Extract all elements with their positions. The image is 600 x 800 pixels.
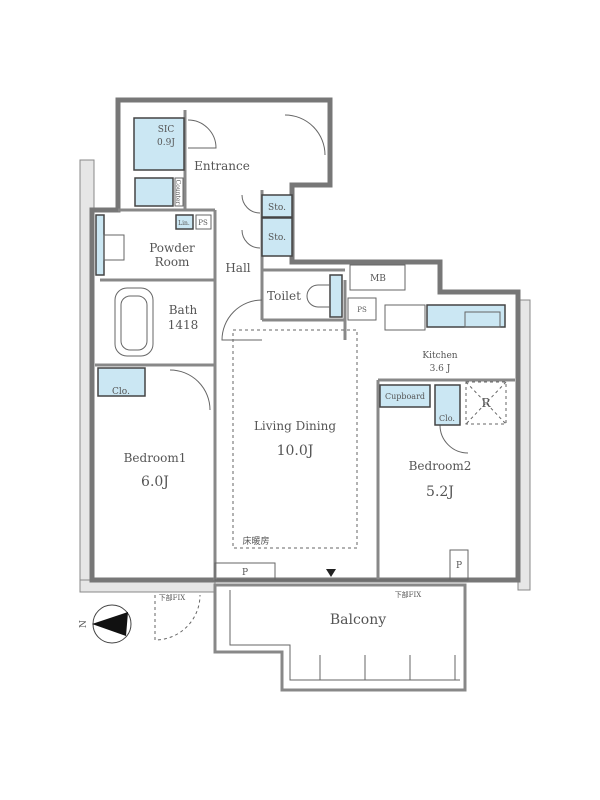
linen-closet — [175, 214, 194, 230]
pipe-space-1 — [214, 562, 276, 581]
bedroom1-size: 6.0J — [141, 474, 169, 490]
stove — [384, 304, 426, 331]
closet-1-label: Clo. — [112, 387, 130, 397]
railing-posts — [319, 655, 456, 680]
kitchen-counter — [426, 304, 506, 328]
toilet-label: Toilet — [267, 289, 301, 303]
bedroom2-size: 5.2J — [426, 484, 454, 500]
bathtub-inner — [120, 295, 148, 351]
bath-label: Bath — [169, 303, 198, 317]
pipe-space-1-label: P — [242, 568, 248, 578]
bedroom1-label: Bedroom1 — [124, 451, 187, 465]
counter-label: Counter — [174, 180, 181, 205]
linen-label: Lin. — [178, 220, 190, 227]
kitchen-sink — [464, 311, 501, 328]
counter-strip — [174, 177, 184, 207]
hall-label: Hall — [225, 261, 250, 275]
refrigerator-space — [465, 381, 507, 425]
pipe-space-2-label: P — [456, 561, 462, 571]
outer-wall — [89, 97, 521, 583]
bathtub — [114, 287, 154, 357]
balcony-outline — [213, 583, 467, 692]
storage-1-label: Sto. — [268, 203, 286, 213]
powder-room-label-1: Powder — [149, 241, 195, 255]
balcony-railing — [229, 590, 460, 681]
fix-window-2-label: 下部FIX — [395, 590, 422, 599]
kitchen-label: Kitchen — [422, 351, 457, 361]
shoe-cabinet — [134, 177, 174, 207]
storage-2 — [261, 217, 293, 257]
refrigerator-label: R — [481, 396, 491, 410]
mb-box — [349, 264, 406, 291]
entrance-label: Entrance — [194, 159, 250, 173]
powder-room-label-2: Room — [155, 255, 190, 269]
balcony-label: Balcony — [330, 612, 386, 628]
ps-label-2: PS — [357, 306, 367, 314]
floor-heating-area — [232, 329, 358, 549]
storage-1 — [261, 194, 293, 218]
living-dining-label: Living Dining — [254, 419, 336, 433]
bath-size: 1418 — [168, 318, 199, 332]
sic-size: 0.9J — [157, 138, 175, 148]
washbasin — [103, 234, 125, 261]
ps-shaft-1 — [195, 214, 212, 230]
entry-marker-icon — [326, 569, 336, 577]
fix-window-1-label: 下部FIX — [159, 593, 186, 602]
cupboard-label: Cupboard — [385, 392, 425, 401]
mb-label: MB — [370, 274, 386, 284]
ps-label-1: PS — [198, 219, 208, 227]
sic-closet — [133, 117, 185, 171]
closet-2-label: Clo. — [439, 414, 455, 423]
cupboard — [379, 384, 431, 408]
storage-2-label: Sto. — [268, 233, 286, 243]
toilet-cabinet — [329, 274, 343, 318]
bedroom2-label: Bedroom2 — [409, 459, 472, 473]
closet-bedroom2 — [434, 384, 461, 426]
door-swings — [154, 114, 469, 641]
kitchen-size: 3.6 J — [430, 364, 451, 374]
closet-bedroom1 — [97, 367, 146, 397]
ps-shaft-2 — [347, 297, 377, 321]
floor-heating-label: 床暖房 — [242, 535, 269, 547]
toilet-bowl — [306, 284, 330, 308]
living-dining-size: 10.0J — [277, 443, 314, 459]
north-label: N — [79, 620, 89, 628]
compass-icon: N — [79, 604, 132, 644]
vanity — [95, 214, 105, 276]
sic-label: SIC — [158, 125, 175, 135]
pipe-space-2 — [449, 549, 469, 581]
